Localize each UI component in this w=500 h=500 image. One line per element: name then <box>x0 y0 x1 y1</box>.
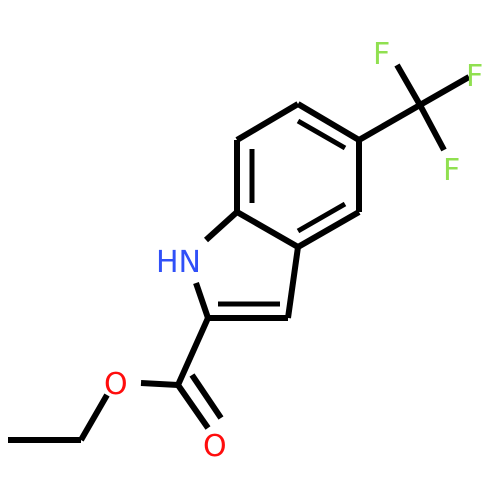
bond-c7a-n1 <box>203 209 240 243</box>
atom-o-ester: O <box>104 367 128 402</box>
bond-o-ch2 <box>78 393 110 442</box>
bond-carbonyl-o-double-b <box>189 373 224 420</box>
bond-c7-c6 <box>235 101 300 143</box>
bond-cf3-f-top <box>394 63 423 107</box>
atom-f-top: F <box>373 37 390 72</box>
bond-c5-cf3 <box>357 102 422 143</box>
atom-f-right: F <box>466 59 483 94</box>
bond-c3-c3a <box>285 246 301 319</box>
bond-c3a-c7a <box>235 209 300 250</box>
atom-f-low: F <box>443 153 460 188</box>
atom-o-carbonyl: O <box>203 429 227 464</box>
bond-c6-c5-inner <box>296 118 347 151</box>
bond-cf3-f-low <box>417 103 447 152</box>
bond-c2-carbonyl <box>175 316 211 387</box>
bond-c6-c5 <box>296 101 361 143</box>
bond-carbonyl-o-ester <box>140 380 179 388</box>
atom-nh: HN <box>156 245 201 280</box>
bond-carbonyl-o-double-a <box>175 383 211 430</box>
bond-n1-c2 <box>193 282 211 319</box>
bond-cf3-f-right <box>418 74 471 108</box>
bond-c4-c3a-inner <box>296 201 347 234</box>
bond-c4-c3a <box>296 209 361 250</box>
